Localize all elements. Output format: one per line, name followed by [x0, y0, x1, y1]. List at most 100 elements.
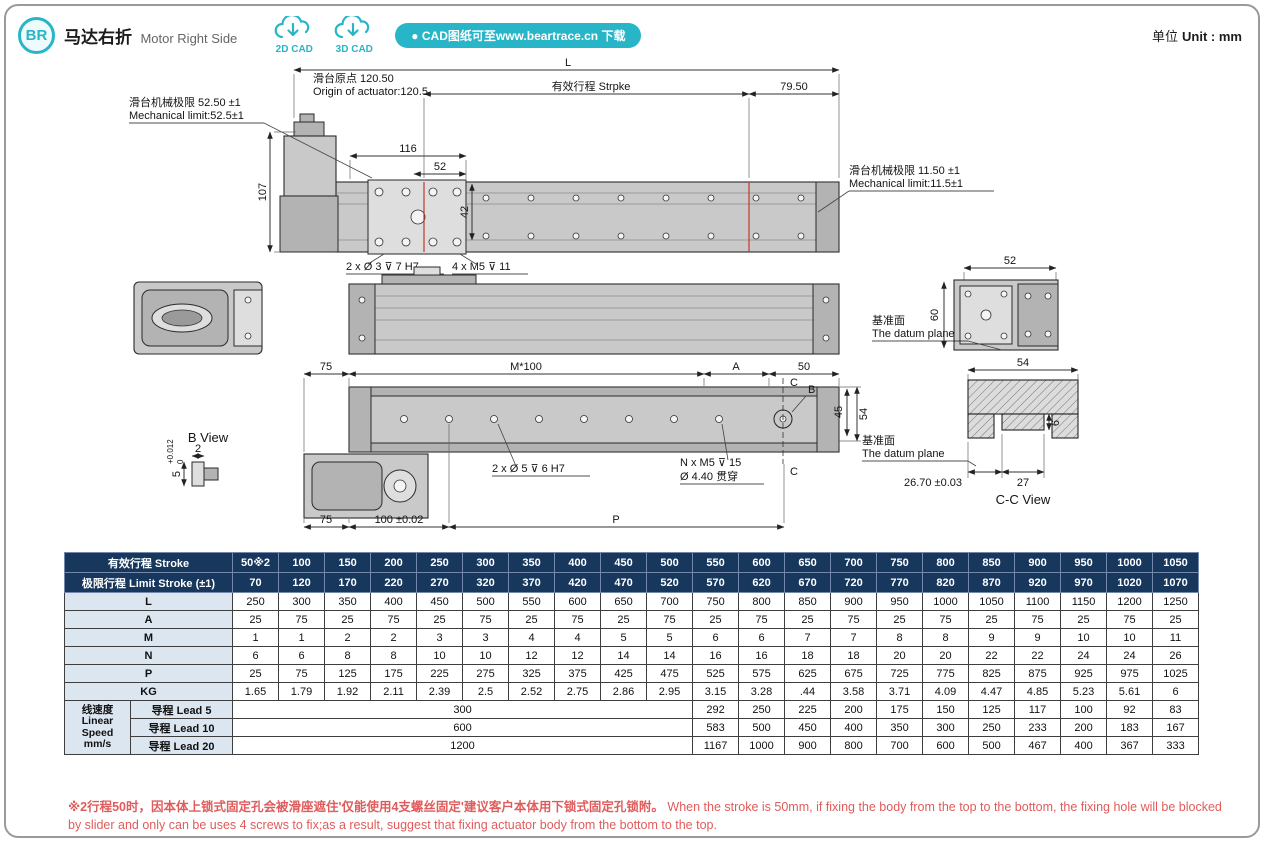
- data-cell: 75: [830, 610, 878, 629]
- data-cell: 25: [1060, 610, 1108, 629]
- data-cell: 125: [968, 700, 1016, 719]
- data-cell: 16: [692, 646, 740, 665]
- data-cell: 300: [278, 592, 326, 611]
- data-cell: 900: [830, 592, 878, 611]
- data-cell: 675: [830, 664, 878, 683]
- data-cell: 25: [600, 610, 648, 629]
- data-cell: 6: [692, 628, 740, 647]
- plan-section-C-top-label: C: [790, 377, 798, 389]
- endview-datum-cn: 基准面: [872, 314, 905, 327]
- data-cell: 225: [784, 700, 832, 719]
- plan-section-C-bottom-label: C: [790, 466, 798, 478]
- dim-L-label: L: [565, 57, 571, 69]
- data-cell: 10: [1106, 628, 1154, 647]
- data-cell: 120: [278, 572, 326, 593]
- footnote: ※2行程50时，因本体上锁式固定孔会被滑座遮住'仅能使用4支螺丝固定'建议客户本…: [36, 798, 1234, 834]
- data-cell: 1050: [1152, 552, 1200, 573]
- data-cell: 83: [1152, 700, 1200, 719]
- row-label-cell: L: [63, 592, 234, 611]
- page-title-cn: 马达右折: [64, 27, 132, 47]
- data-cell: 4.09: [922, 682, 970, 701]
- data-cell: 125: [324, 664, 372, 683]
- data-cell: 575: [738, 664, 786, 683]
- data-cell: 200: [1060, 718, 1108, 737]
- data-cell: 725: [876, 664, 924, 683]
- data-cell: 333: [1152, 736, 1200, 755]
- data-cell: 1250: [1152, 592, 1200, 611]
- b-view-tol-upper: +0.012: [166, 439, 175, 464]
- data-cell: 520: [646, 572, 694, 593]
- data-cell: 75: [278, 610, 326, 629]
- data-cell: 25: [232, 664, 280, 683]
- data-cell: 700: [646, 592, 694, 611]
- data-cell: 320: [462, 572, 510, 593]
- data-cell: 800: [738, 592, 786, 611]
- data-cell: 3: [416, 628, 464, 647]
- data-cell: 9: [968, 628, 1016, 647]
- data-cell: 625: [784, 664, 832, 683]
- data-cell: 775: [922, 664, 970, 683]
- data-cell: 22: [968, 646, 1016, 665]
- dim-116-label: 116: [399, 143, 417, 155]
- data-cell: .44: [784, 682, 832, 701]
- data-cell: 75: [554, 610, 602, 629]
- cad-website-link[interactable]: ● CAD图纸可至www.beartrace.cn 下载: [395, 22, 642, 48]
- data-cell: 470: [600, 572, 648, 593]
- plan-datum-en: The datum plane: [862, 448, 945, 460]
- data-cell: 117: [1014, 700, 1062, 719]
- data-cell: 700: [876, 736, 924, 755]
- data-cell: 400: [554, 552, 602, 573]
- plan-dim-A-label: A: [732, 361, 740, 373]
- data-cell: 6: [738, 628, 786, 647]
- data-cell: 2.95: [646, 682, 694, 701]
- plan-dim-75-top-label: 75: [320, 361, 332, 373]
- plan-view: 75 M*100 A 50 C C B 45 54 基准面 The datum: [303, 361, 977, 530]
- data-cell: 170: [324, 572, 372, 593]
- data-cell: 850: [784, 592, 832, 611]
- cad-2d-download-button[interactable]: 2D CAD: [271, 13, 317, 55]
- data-cell: 75: [922, 610, 970, 629]
- data-cell: 500: [646, 552, 694, 573]
- data-cell: 900: [784, 736, 832, 755]
- data-cell: 275: [462, 664, 510, 683]
- plan-dim-P-label: P: [612, 514, 619, 526]
- datasheet-page: BR 马达右折 Motor Right Side 2D CAD: [4, 4, 1260, 838]
- data-cell: 10: [416, 646, 464, 665]
- unit-label-cn: 单位: [1152, 28, 1179, 44]
- data-cell: 175: [876, 700, 924, 719]
- plan-dim-50-label: 50: [798, 361, 810, 373]
- cc-dim-2670-label: 26.70 ±0.03: [904, 477, 962, 489]
- data-cell: 375: [554, 664, 602, 683]
- data-cell: 5: [646, 628, 694, 647]
- data-cell: 70: [232, 572, 280, 593]
- front-view: L 有效行程 Strpke 79.50 滑台原点 120.50 Origin o…: [129, 57, 994, 275]
- data-cell: 4: [554, 628, 602, 647]
- data-cell: 1.65: [232, 682, 280, 701]
- plan-dim-m100-label: M*100: [510, 361, 542, 373]
- data-cell: 8: [876, 628, 924, 647]
- cad-3d-download-button[interactable]: 3D CAD: [331, 13, 377, 55]
- data-cell: 550: [508, 592, 556, 611]
- data-cell: 5.23: [1060, 682, 1108, 701]
- plan-note-pin-label: 2 x Ø 5 ⊽ 6 H7: [492, 463, 565, 475]
- cc-dim-54-label: 54: [1017, 357, 1029, 369]
- data-cell: 183: [1106, 718, 1154, 737]
- data-cell: 14: [600, 646, 648, 665]
- data-cell: 6: [1152, 682, 1200, 701]
- cloud-download-icon: [331, 13, 377, 47]
- data-cell: 24: [1106, 646, 1154, 665]
- plan-dim-100-label: 100 ±0.02: [375, 514, 424, 526]
- limit-header-cell: 极限行程 Limit Stroke (±1): [63, 572, 234, 593]
- data-cell: 25: [1152, 610, 1200, 629]
- stroke-header-cell: 有效行程 Stroke: [63, 552, 234, 573]
- data-cell: 150: [922, 700, 970, 719]
- dim-107-label: 107: [257, 183, 269, 201]
- data-cell: 6: [278, 646, 326, 665]
- data-cell: 75: [462, 610, 510, 629]
- data-cell: 18: [784, 646, 832, 665]
